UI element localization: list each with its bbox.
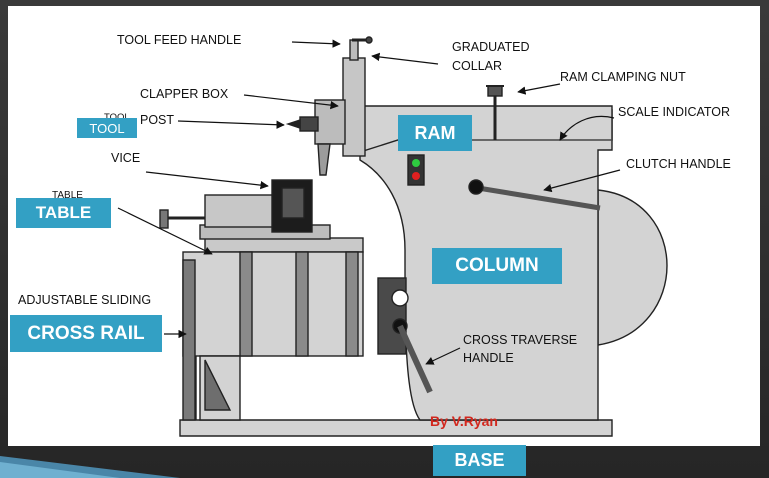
label-adjustable-sliding: ADJUSTABLE SLIDING <box>18 293 151 307</box>
tool-holder <box>299 116 319 132</box>
label-tool-post-prefix: TOOL <box>104 112 130 123</box>
callout-base: BASE <box>433 445 526 476</box>
feed-box <box>377 277 407 355</box>
label-collar: COLLAR <box>452 59 502 73</box>
part-labels: TOOL FEED HANDLE GRADUATED COLLAR RAM CL… <box>18 33 731 429</box>
cross-traverse-handle-bar <box>397 324 433 394</box>
clutch-handle-knob <box>468 179 484 195</box>
callout-cross-rail: CROSS RAIL <box>10 315 162 352</box>
callout-ram: RAM <box>398 115 472 151</box>
label-vice: VICE <box>111 151 140 165</box>
callout-tool: TOOL <box>77 118 137 138</box>
label-graduated: GRADUATED <box>452 40 530 54</box>
label-clutch-handle: CLUTCH HANDLE <box>626 157 731 171</box>
clutch-housing <box>597 189 668 346</box>
indicator-red <box>412 172 420 180</box>
work-table <box>204 237 364 253</box>
tool-post-body <box>314 99 346 145</box>
label-cross-traverse: CROSS TRAVERSE <box>463 333 577 347</box>
clapper-head <box>342 57 366 157</box>
ram-clamping-nut <box>487 85 503 97</box>
callout-table: TABLE <box>16 198 111 228</box>
indicator-panel <box>407 154 425 186</box>
pointer-arrows <box>117 39 621 365</box>
label-ram-clamping-nut: RAM CLAMPING NUT <box>560 70 686 84</box>
credit-text: By V.Ryan <box>430 413 498 429</box>
label-handle: HANDLE <box>463 351 514 365</box>
label-tool-feed-handle: TOOL FEED HANDLE <box>117 33 241 47</box>
label-table: TABLE <box>52 190 83 201</box>
vice-body <box>204 194 276 228</box>
tool-shank <box>317 143 331 176</box>
callout-column: COLUMN <box>432 248 562 284</box>
cross-rail <box>182 251 364 357</box>
indicator-green <box>412 159 420 167</box>
label-clapper-box: CLAPPER BOX <box>140 87 229 101</box>
label-scale-indicator: SCALE INDICATOR <box>618 105 730 119</box>
slide-bottom-stripe <box>0 456 180 478</box>
machine <box>159 36 668 437</box>
tool-feed-column <box>349 39 359 61</box>
label-tool-post: POST <box>140 113 174 127</box>
machine-base <box>179 419 613 437</box>
clutch-handle-bar <box>477 185 601 211</box>
